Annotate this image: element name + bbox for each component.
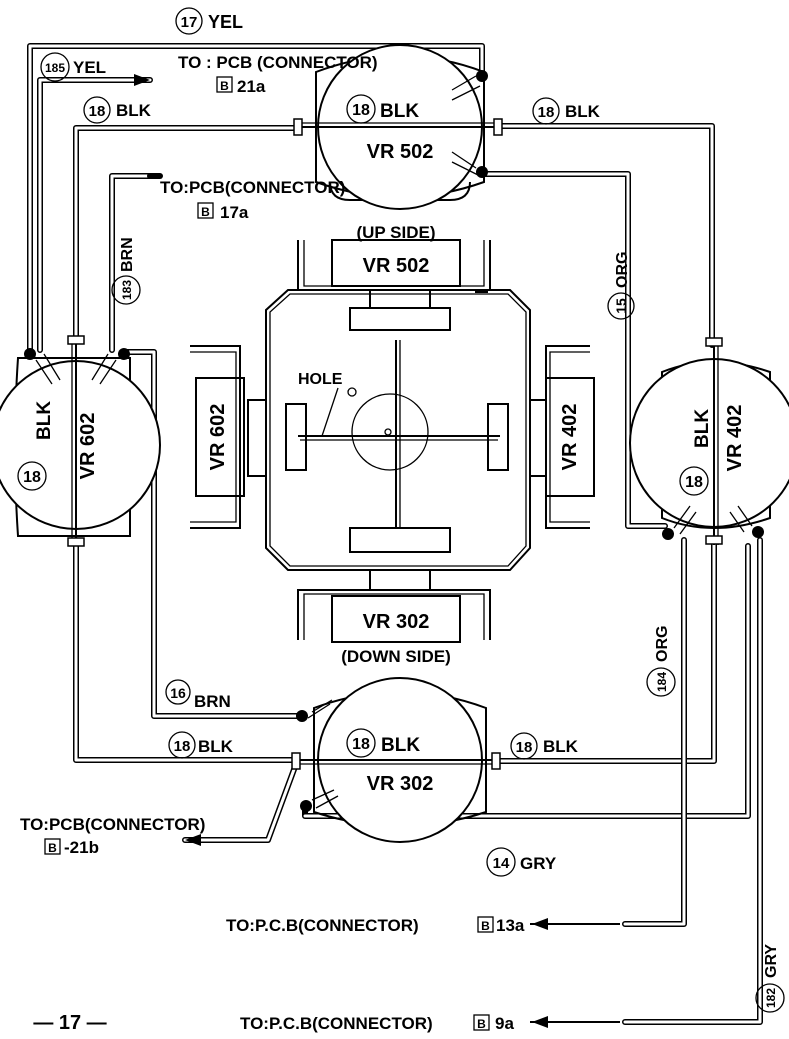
wire-color-18: BLK <box>565 102 601 121</box>
wire-num-14: 14 <box>493 855 510 872</box>
pot-top <box>293 44 503 210</box>
page-number: — 17 — <box>33 1012 106 1034</box>
wire-color-14: GRY <box>520 854 557 873</box>
hole-label: HOLE <box>298 371 343 388</box>
arrow-icon <box>134 74 150 86</box>
wire-color-17: YEL <box>208 12 243 32</box>
pot-label-vr602: VR 602 <box>77 413 99 480</box>
wire-num-185: 185 <box>45 61 65 75</box>
center-vr502: VR 502 <box>363 255 430 277</box>
wire-color-15: ORG <box>614 252 631 288</box>
pot-color: BLK <box>381 735 420 756</box>
connector-text-21b: TO:PCB(CONNECTOR) <box>20 815 205 834</box>
center-assembly <box>190 239 595 643</box>
pot-bottom <box>291 677 501 843</box>
connector-text-9a: TO:P.C.B(CONNECTOR) <box>240 1014 433 1033</box>
connector-box-9a: B <box>477 1017 486 1031</box>
wire-num-184: 184 <box>655 672 669 692</box>
wire-color-182: GRY <box>763 944 780 978</box>
pot-label-vr502: VR 502 <box>367 141 434 163</box>
connector-code-9a: 9a <box>495 1014 514 1033</box>
connector-code-13a: 13a <box>496 916 525 935</box>
wire-color-184: ORG <box>654 626 671 662</box>
pot-num: 18 <box>352 102 370 119</box>
labels: 17 YEL 185 YEL TO : PCB (CONNECTOR) B 21… <box>17 7 785 1034</box>
connector-text-13a: TO:P.C.B(CONNECTOR) <box>226 916 419 935</box>
down-side-label: (DOWN SIDE) <box>341 647 451 666</box>
wire-color-18: BLK <box>198 737 234 756</box>
pot-num: 18 <box>23 469 41 486</box>
arrow-icon <box>185 834 201 846</box>
center-vr602: VR 602 <box>207 404 229 471</box>
wire-color-183: BRN <box>119 237 136 272</box>
arrow-icon <box>532 918 548 930</box>
arrow-icon <box>532 1016 548 1028</box>
arrows <box>134 74 620 1028</box>
connector-box-21a: B <box>220 79 229 93</box>
wire-color-185: YEL <box>73 58 106 77</box>
pot-color: BLK <box>34 401 55 440</box>
wire-num-16: 16 <box>170 685 186 701</box>
wire-num-183: 183 <box>120 280 134 300</box>
connector-box-17a: B <box>201 205 210 219</box>
pot-label-vr402: VR 402 <box>724 405 746 472</box>
pot-label-vr302: VR 302 <box>367 773 434 795</box>
connector-code-21a: 21a <box>237 77 266 96</box>
connector-text-17a: TO:PCB(CONNECTOR) <box>160 178 345 197</box>
pot-num: 18 <box>352 736 370 753</box>
connector-code-17a: 17a <box>220 203 249 222</box>
connector-box-21b: B <box>48 841 57 855</box>
wires <box>27 43 763 1025</box>
pot-right <box>629 337 789 545</box>
wire-color-16: BRN <box>194 692 231 711</box>
pot-num: 18 <box>685 474 703 491</box>
up-side-label: (UP SIDE) <box>356 223 435 242</box>
connector-code-21b: -21b <box>64 838 99 857</box>
center-vr402: VR 402 <box>559 404 581 471</box>
center-vr302: VR 302 <box>363 611 430 633</box>
pot-color: BLK <box>692 409 713 448</box>
wire-num-18: 18 <box>174 738 191 755</box>
wire-num-18: 18 <box>516 739 533 756</box>
connector-text-21a: TO : PCB (CONNECTOR) <box>178 53 378 72</box>
pot-color: BLK <box>380 101 419 122</box>
wire-num-18: 18 <box>89 103 106 120</box>
wire-num-17: 17 <box>181 14 198 31</box>
wire-num-18: 18 <box>538 104 555 121</box>
wire-num-182: 182 <box>764 988 778 1008</box>
wire-num-15: 15 <box>613 298 629 314</box>
wire-color-18: BLK <box>543 737 579 756</box>
wire-color-18: BLK <box>116 101 152 120</box>
connector-box-13a: B <box>481 919 490 933</box>
